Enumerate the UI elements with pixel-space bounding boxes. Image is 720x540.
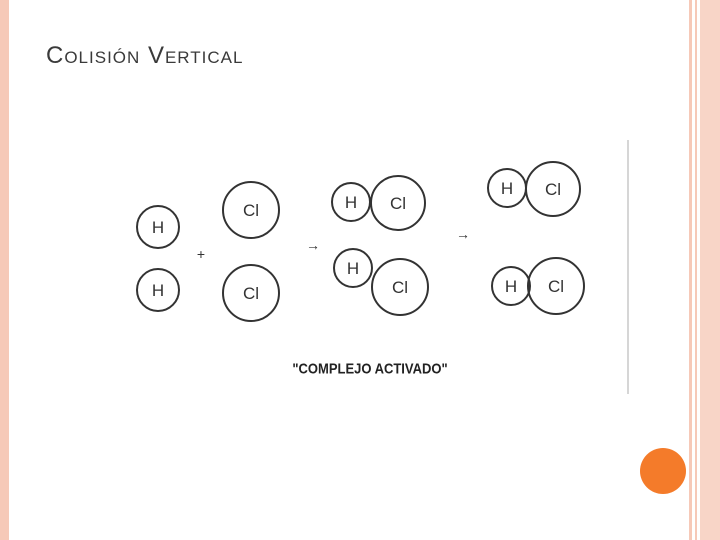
plus-sign: + bbox=[197, 246, 205, 262]
cl-label: Cl bbox=[390, 194, 406, 213]
decorative-orange-circle bbox=[640, 448, 686, 494]
h-label: H bbox=[152, 281, 164, 300]
cl-atom-reactant-top bbox=[222, 181, 280, 239]
h-atom-reactant-top bbox=[136, 205, 180, 249]
cl-label: Cl bbox=[548, 277, 564, 296]
image-edge-line bbox=[627, 140, 629, 394]
cl-atom-product-bottom bbox=[527, 257, 585, 315]
h-atom-reactant-bottom bbox=[136, 268, 180, 312]
cl-label: Cl bbox=[545, 180, 561, 199]
h-atom-complex-top bbox=[331, 182, 371, 222]
h-atom-complex-bottom bbox=[333, 248, 373, 288]
reaction-arrow: → bbox=[306, 237, 320, 253]
left-frame-border bbox=[0, 0, 9, 540]
cl-label: Cl bbox=[243, 201, 259, 220]
cl-label: Cl bbox=[243, 284, 259, 303]
h-label: H bbox=[501, 179, 513, 198]
h-atom-product-bottom bbox=[491, 266, 531, 306]
h-label: H bbox=[347, 259, 359, 278]
h-label: H bbox=[345, 193, 357, 212]
right-frame-line-1 bbox=[689, 0, 692, 540]
cl-atom-complex-top bbox=[370, 175, 426, 231]
cl-label: Cl bbox=[392, 278, 408, 297]
h-label: H bbox=[152, 218, 164, 237]
slide-title: Colisión Vertical bbox=[46, 42, 244, 69]
right-frame-band bbox=[700, 0, 720, 540]
right-frame-line-2 bbox=[695, 0, 697, 540]
cl-atom-reactant-bottom bbox=[222, 264, 280, 322]
h-label: H bbox=[505, 277, 517, 296]
cl-atom-complex-bottom bbox=[371, 258, 429, 316]
reaction-arrow: → bbox=[456, 226, 470, 242]
cl-atom-product-top bbox=[525, 161, 581, 217]
reaction-diagram: H H Cl Cl H Cl H Cl H Cl H Cl + → → "COM… bbox=[120, 135, 640, 395]
activated-complex-caption: "COMPLEJO ACTIVADO" bbox=[292, 361, 447, 377]
